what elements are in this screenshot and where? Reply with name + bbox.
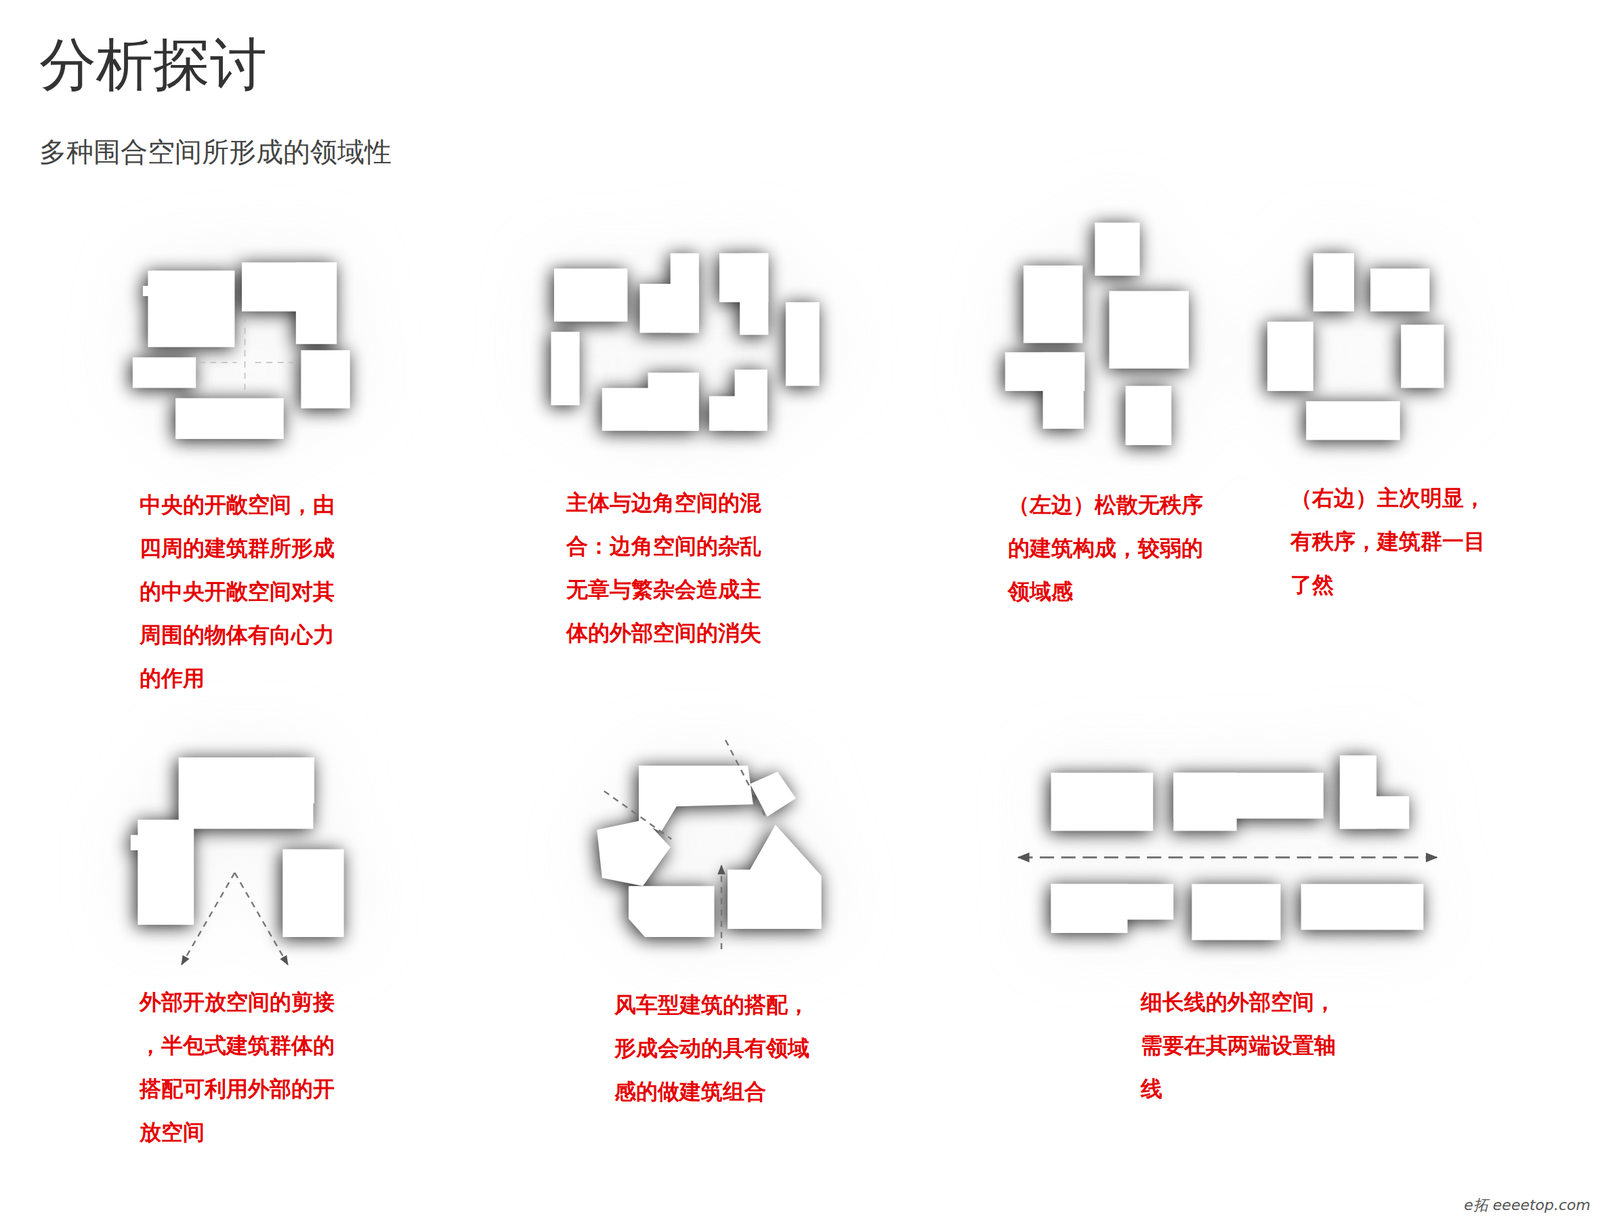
- caption: 风车型建筑的搭配， 形成会动的具有领域 感的做建筑组合: [614, 982, 817, 1113]
- subtitle: 多种围合空间所形成的领域性: [39, 132, 392, 171]
- watermark: e拓 eeeetop.com: [1463, 1194, 1591, 1216]
- caption: 中央的开敞空间，由 四周的建筑群所形成 的中央开敞空间对其 周围的物体有向心力 …: [139, 482, 343, 700]
- page-title: 分析探讨: [39, 27, 267, 102]
- caption: （左边）松散无秩序 的建筑构成，较弱的 领域感: [1007, 482, 1211, 614]
- caption: 细长线的外部空间， 需要在其两端设置轴 线: [1140, 980, 1344, 1111]
- caption: 外部开放空间的剪接 ，半包式建筑群体的 搭配可利用外部的开 放空间: [139, 980, 343, 1154]
- caption: （右边）主次明显， 有秩序，建筑群一目 了然: [1290, 476, 1493, 607]
- caption: 主体与边角空间的混 合：边角空间的杂乱 无章与繁杂会造成主 体的外部空间的消失: [566, 480, 769, 655]
- dashed-axis: [181, 316, 1437, 965]
- halo: [130, 222, 1445, 941]
- building-block: [130, 222, 1445, 941]
